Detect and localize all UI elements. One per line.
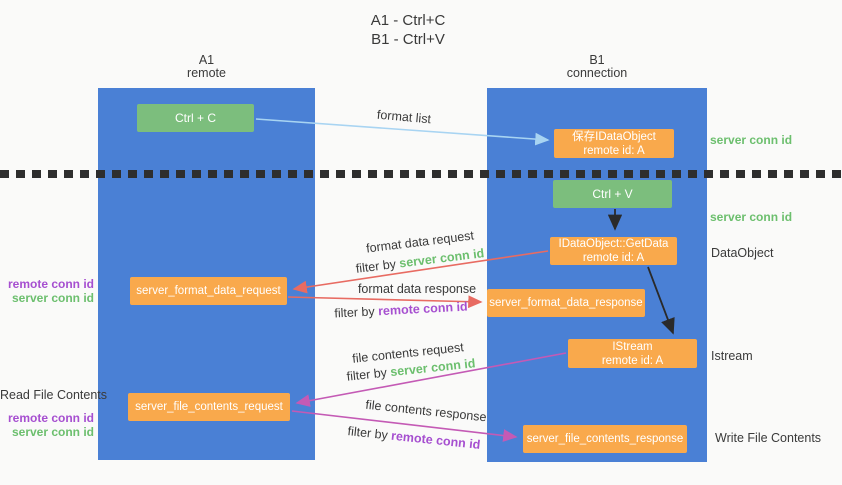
getdata-line1: IDataObject::GetData <box>558 238 669 250</box>
server-file-contents-request-box: server_file_contents_request <box>128 393 290 421</box>
remote-conn-id-label: remote conn id <box>7 411 94 425</box>
column-header-b1: B1 connection <box>487 54 707 80</box>
title-line-2: B1 - Ctrl+V <box>371 31 445 48</box>
left-conn-ids-top: remote conn id server conn id <box>0 277 94 305</box>
save-dataobject-box: 保存IDataObject remote id: A <box>554 129 674 158</box>
server-format-data-request-label: server_format_data_request <box>136 285 281 297</box>
write-file-contents-label: Write File Contents <box>715 431 822 445</box>
title-line-1: A1 - Ctrl+C <box>370 12 446 29</box>
column-a1-name: A1 <box>198 53 215 67</box>
filter-prefix: filter by <box>346 424 392 443</box>
getdata-box: IDataObject::GetData remote id: A <box>550 237 677 265</box>
ctrl-v-box: Ctrl + V <box>553 180 672 208</box>
label-file-contents-response: file contents response <box>364 397 488 425</box>
istream-line1: IStream <box>612 340 653 353</box>
dashed-separator <box>0 170 842 178</box>
column-a1-subtitle: remote <box>187 66 226 80</box>
server-conn-id-label: server conn id <box>11 291 94 305</box>
server-format-data-response-box: server_format_data_response <box>487 289 645 317</box>
filter-key-remote-conn-id: remote conn id <box>377 299 468 319</box>
label-filter-remote-conn-id-2: filter by remote conn id <box>347 424 481 452</box>
label-filter-remote-conn-id-1: filter by remote conn id <box>334 300 468 321</box>
right-server-conn-id-top: server conn id <box>710 133 793 147</box>
istream-line2: remote id: A <box>601 354 664 367</box>
ctrl-v-label: Ctrl + V <box>592 187 633 201</box>
right-server-conn-id-mid: server conn id <box>710 210 793 224</box>
dataobject-label: DataObject <box>711 246 774 260</box>
server-format-data-request-box: server_format_data_request <box>130 277 287 305</box>
filter-key-remote-conn-id: remote conn id <box>390 428 482 452</box>
server-file-contents-request-label: server_file_contents_request <box>135 401 283 413</box>
server-file-contents-response-label: server_file_contents_response <box>526 433 684 445</box>
left-conn-ids-bottom: remote conn id server conn id <box>0 411 94 439</box>
server-format-data-response-label: server_format_data_response <box>489 297 643 309</box>
column-header-a1: A1 remote <box>98 54 315 80</box>
save-dataobject-line2: remote id: A <box>583 144 645 157</box>
istream-box: IStream remote id: A <box>568 339 697 368</box>
ctrl-c-box: Ctrl + C <box>137 104 254 132</box>
getdata-line2: remote id: A <box>582 252 645 264</box>
server-conn-id-label: server conn id <box>11 425 94 439</box>
label-format-data-response: format data response <box>357 282 477 296</box>
column-b1-subtitle: connection <box>566 66 628 80</box>
filter-prefix: filter by <box>355 256 401 276</box>
label-format-list: format list <box>376 107 432 127</box>
column-b1-name: B1 <box>589 53 605 67</box>
read-file-contents-label: Read File Contents <box>0 388 108 402</box>
server-file-contents-response-box: server_file_contents_response <box>523 425 687 453</box>
diagram-title: A1 - Ctrl+C B1 - Ctrl+V <box>0 11 816 49</box>
filter-prefix: filter by <box>334 304 379 321</box>
remote-conn-id-label: remote conn id <box>7 277 94 291</box>
istream-side-label: Istream <box>711 349 753 363</box>
filter-prefix: filter by <box>346 365 392 384</box>
save-dataobject-line1: 保存IDataObject <box>572 130 656 143</box>
ctrl-c-label: Ctrl + C <box>174 111 216 125</box>
